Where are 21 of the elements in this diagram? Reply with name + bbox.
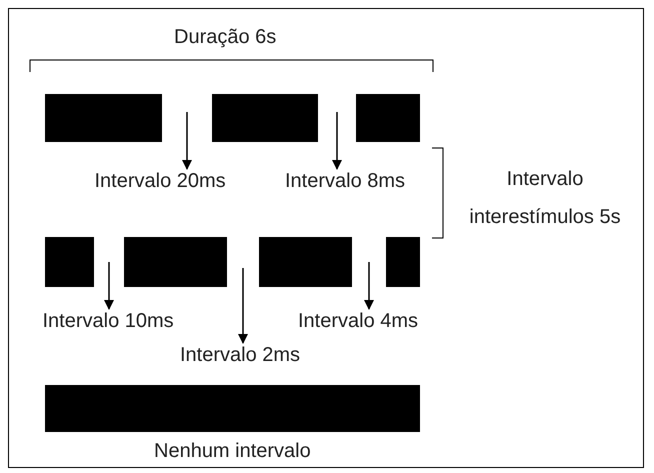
arrow bbox=[104, 262, 114, 310]
stimulus-bar bbox=[45, 94, 162, 142]
stimulus-bar bbox=[45, 237, 94, 287]
interval-label: Intervalo 8ms bbox=[285, 170, 406, 192]
interval-label: Intervalo 4ms bbox=[298, 310, 418, 332]
interval-label: Intervalo 20ms bbox=[94, 170, 226, 192]
arrow bbox=[332, 112, 342, 170]
stimulus-bar bbox=[386, 237, 420, 287]
interval-label: Intervalo 2ms bbox=[180, 344, 300, 366]
arrow bbox=[238, 268, 248, 344]
arrow bbox=[364, 262, 374, 310]
bar-caption: Nenhum intervalo bbox=[154, 440, 311, 462]
stimulus-bar bbox=[356, 94, 420, 142]
stimulus-bar bbox=[45, 385, 420, 432]
interval-label: Intervalo interestímulos 5s bbox=[468, 167, 622, 230]
stimulus-bar bbox=[212, 94, 318, 142]
stimulus-bar bbox=[124, 237, 227, 287]
interval-label: Intervalo 10ms bbox=[42, 310, 174, 332]
duration-label: Duração 6s bbox=[174, 26, 276, 48]
stimulus-bar bbox=[259, 237, 352, 287]
arrow bbox=[182, 112, 192, 170]
